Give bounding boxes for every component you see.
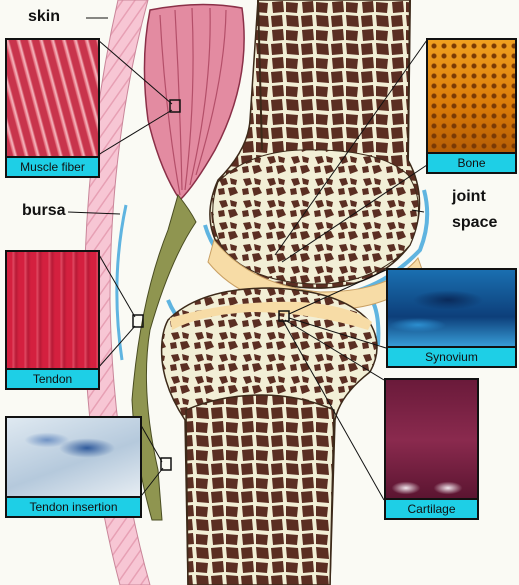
bone-texture [428, 40, 515, 154]
bursa [117, 205, 126, 360]
tendon-insertion-caption: Tendon insertion [7, 496, 140, 516]
tendon-caption: Tendon [7, 368, 98, 388]
bursa-label: bursa [22, 202, 66, 220]
synovium-texture [388, 270, 515, 348]
muscle-fiber-texture [7, 40, 98, 158]
muscle-fiber-caption: Muscle fiber [7, 156, 98, 176]
synovium-inset: Synovium [386, 268, 517, 368]
space-label: space [452, 214, 497, 232]
muscle-fiber-inset: Muscle fiber [5, 38, 100, 178]
bone-inset: Bone [426, 38, 517, 174]
tendon-insertion-inset: Tendon insertion [5, 416, 142, 518]
cartilage-caption: Cartilage [386, 498, 477, 518]
tendon-inset: Tendon [5, 250, 100, 390]
skin-label: skin [28, 8, 60, 26]
synovium-caption: Synovium [388, 346, 515, 366]
tendon-insertion-texture [7, 418, 140, 498]
tendon-texture [7, 252, 98, 370]
joint-label: joint [452, 188, 486, 206]
cartilage-inset: Cartilage [384, 378, 479, 520]
cartilage-texture [386, 380, 477, 500]
bone-caption: Bone [428, 152, 515, 172]
